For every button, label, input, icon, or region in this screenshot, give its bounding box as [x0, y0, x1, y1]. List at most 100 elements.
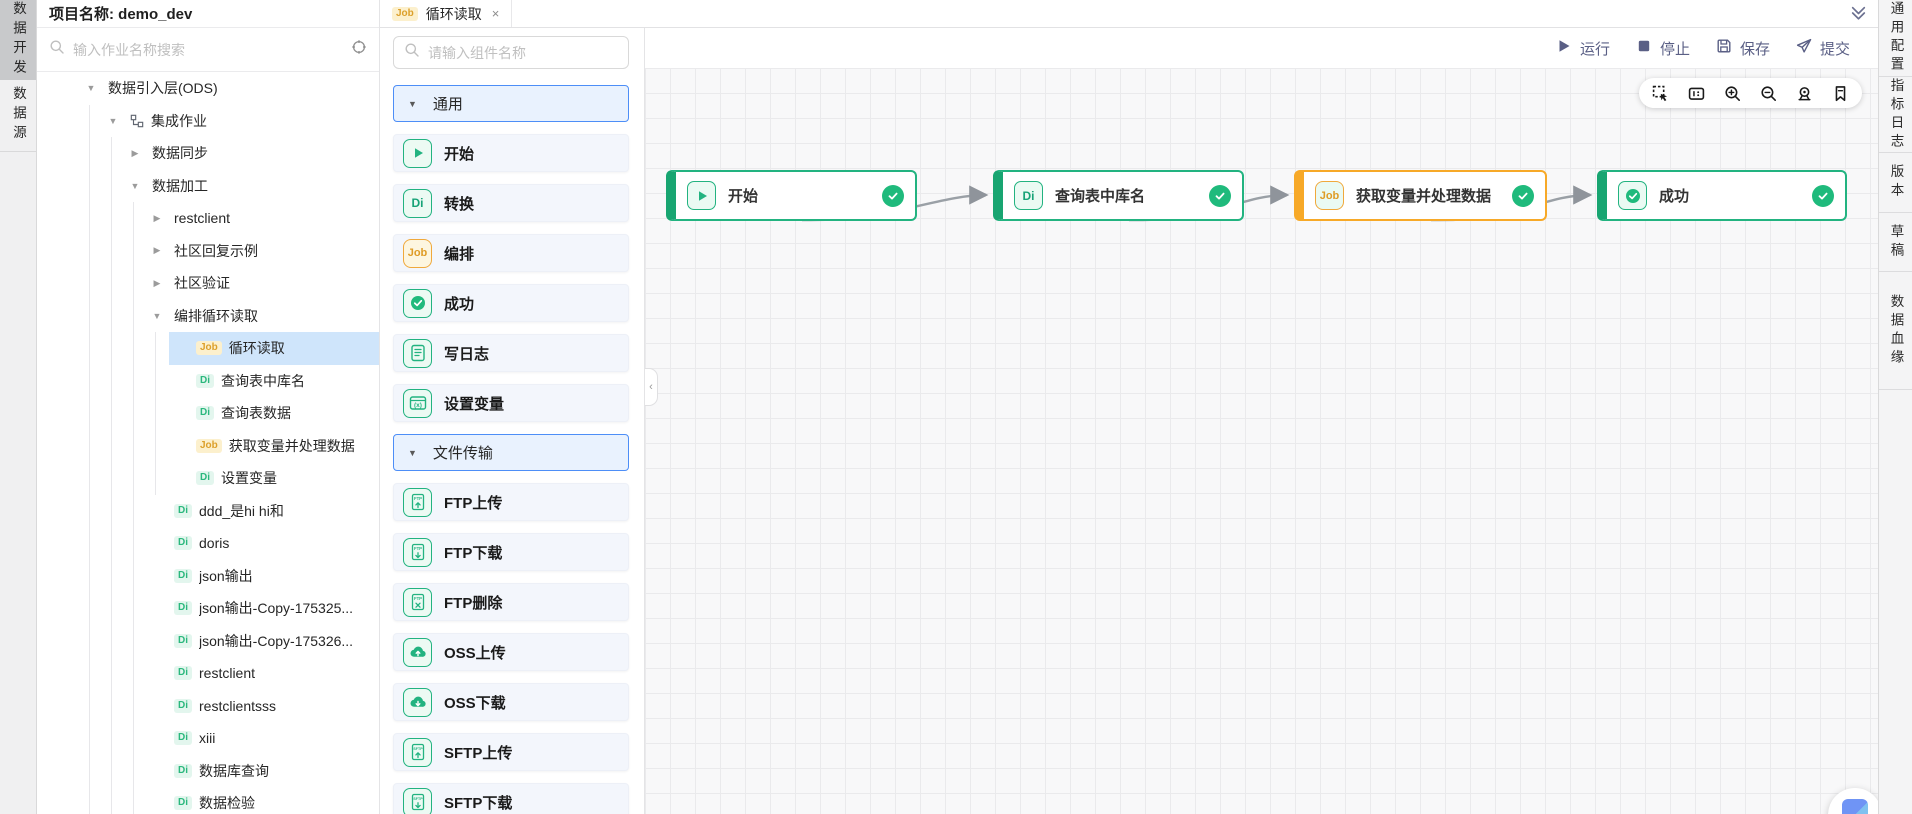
tree-guide-line — [89, 754, 90, 787]
component-search-input[interactable] — [428, 44, 618, 61]
palette-item[interactable]: 成功 — [393, 284, 629, 322]
zoom-in-icon[interactable] — [1724, 85, 1741, 102]
tree-guide-line — [111, 332, 112, 365]
save-label: 保存 — [1739, 40, 1770, 58]
run-button[interactable]: 运行 — [1556, 38, 1610, 59]
tree-item-label: restclientsss — [199, 697, 277, 714]
palette-collapse-handle[interactable]: ‹ — [645, 368, 658, 406]
tree-item-label: 集成作业 — [151, 112, 207, 129]
document-tab-bar: Job 循环读取 × — [380, 0, 1878, 28]
palette-item[interactable]: OSS上传 — [393, 633, 629, 671]
tree-guide-line — [111, 689, 112, 722]
zoom-out-icon[interactable] — [1760, 85, 1777, 102]
save-button[interactable]: 保存 — [1716, 38, 1770, 59]
tree-guide-line — [111, 202, 112, 235]
left-rail-tab-data-dev[interactable]: 数据开发 — [0, 0, 36, 80]
palette-section-header[interactable]: ▼通用 — [393, 85, 629, 122]
tree-item-label: 数据引入层(ODS) — [108, 80, 218, 97]
tree-item[interactable]: ▶数据同步 — [37, 137, 379, 170]
chevron-expanded-icon[interactable]: ▼ — [152, 310, 162, 321]
tree-guide-line — [111, 754, 112, 787]
palette-section-header[interactable]: ▼文件传输 — [393, 434, 629, 471]
right-rail-tab[interactable]: 草稿 — [1879, 213, 1912, 272]
stop-button[interactable]: 停止 — [1636, 38, 1690, 59]
tree-item[interactable]: ▼编排循环读取 — [37, 299, 379, 332]
bookmark-icon[interactable] — [1832, 85, 1849, 102]
minimap-icon[interactable] — [1688, 85, 1705, 102]
right-rail-tab[interactable]: 指标日志 — [1879, 77, 1912, 153]
right-rail-tab[interactable]: 数据血缘 — [1879, 272, 1912, 390]
tree-item[interactable]: ▼ 集成作业 — [37, 104, 379, 137]
tree-item[interactable]: ▶社区回复示例 — [37, 234, 379, 268]
tree-guide-line — [89, 299, 90, 332]
locate-icon[interactable] — [1796, 85, 1813, 102]
palette-item[interactable]: OSS下载 — [393, 683, 629, 721]
chevron-expanded-icon[interactable]: ▼ — [108, 115, 118, 126]
node-label: 查询表中库名 — [1055, 188, 1146, 205]
chevron-collapsed-icon[interactable]: ▶ — [131, 147, 139, 158]
workflow-node[interactable]: 开始 — [666, 170, 917, 221]
chevron-collapsed-icon[interactable]: ▶ — [153, 212, 161, 223]
tab-loop-read[interactable]: Job 循环读取 × — [380, 0, 513, 27]
tree-guide-line — [133, 364, 134, 397]
tree-item[interactable]: ▼ 数据引入层(ODS) — [37, 72, 379, 105]
right-rail-tab[interactable]: 版本 — [1879, 153, 1912, 213]
tab-close-icon[interactable]: × — [491, 6, 500, 21]
chevron-collapsed-icon[interactable]: ▶ — [153, 245, 161, 256]
tree-guide-line — [89, 592, 90, 625]
locate-node-icon[interactable] — [351, 39, 367, 60]
workflow-node[interactable]: 成功 — [1597, 170, 1847, 221]
job-search-input[interactable] — [73, 41, 343, 58]
tree-item[interactable]: ▼数据加工 — [37, 169, 379, 202]
palette-item-label: OSS上传 — [444, 644, 506, 662]
tree-guide-line — [133, 624, 134, 657]
tree-guide-line — [111, 527, 112, 560]
chevron-expanded-icon[interactable]: ▼ — [130, 180, 140, 191]
marquee-select-icon[interactable] — [1652, 85, 1669, 102]
left-rail-tab-data-source[interactable]: 数据源 — [0, 80, 36, 152]
tree-guide-line — [133, 332, 134, 365]
chevron-collapsed-icon[interactable]: ▶ — [153, 277, 161, 288]
double-chevron-down-icon[interactable] — [1849, 4, 1868, 28]
tree-item-content: ▶社区回复示例 — [147, 235, 379, 268]
tree-item-label: 数据库查询 — [199, 762, 269, 779]
tree-item-label: ddd_是hi hi和 — [199, 502, 284, 519]
write-log-icon — [403, 338, 432, 368]
tree-item[interactable]: ▶社区验证 — [37, 267, 379, 300]
palette-item[interactable]: 开始 — [393, 134, 629, 172]
submit-button[interactable]: 提交 — [1796, 38, 1850, 59]
chevron-expanded-icon[interactable]: ▼ — [86, 83, 96, 94]
tree-guide-line — [155, 397, 156, 430]
palette-item[interactable]: 写日志 — [393, 334, 629, 372]
tree-item[interactable]: ▶restclient — [37, 202, 379, 235]
tab-label: 循环读取 — [425, 5, 482, 22]
palette-item[interactable]: (x)设置变量 — [393, 384, 629, 422]
right-rail-tab[interactable]: 通用配置 — [1879, 0, 1912, 77]
